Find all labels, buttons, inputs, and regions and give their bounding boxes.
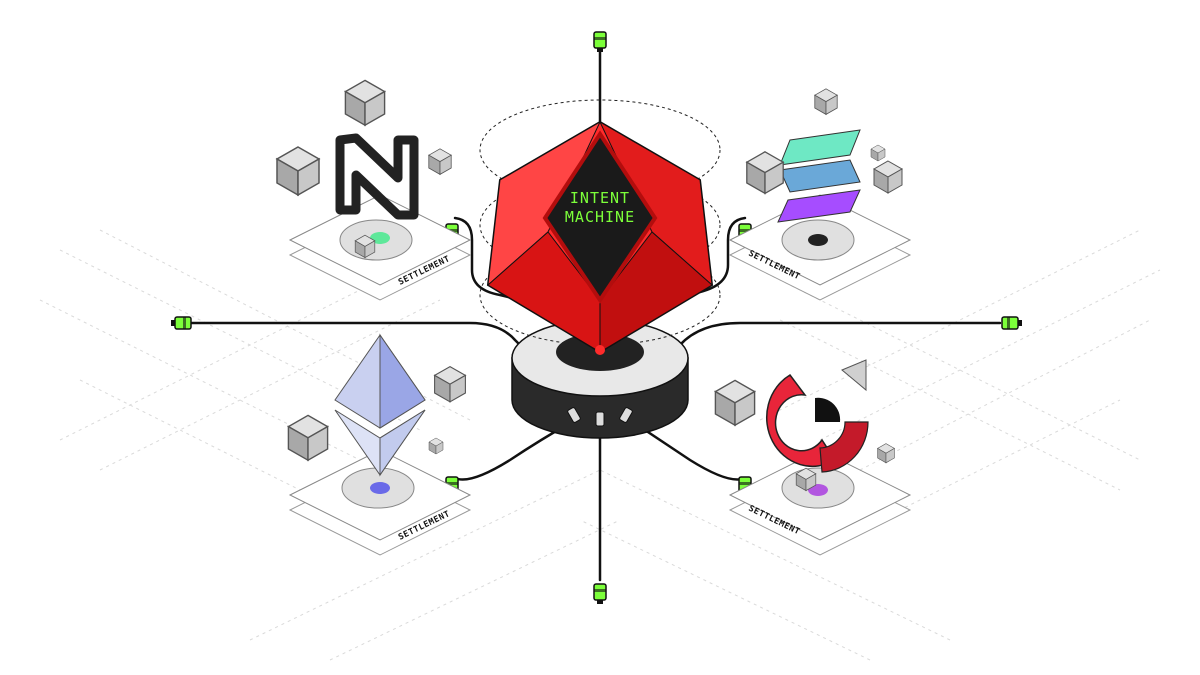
- core-title-line1: INTENT: [570, 189, 630, 207]
- solana-logo-icon: [777, 129, 861, 223]
- connector-plug-icon: [1001, 316, 1023, 330]
- cube-icon: [814, 88, 838, 115]
- cube-icon: [434, 366, 466, 403]
- ring-logo-icon: [765, 359, 869, 473]
- settlement-dot: [370, 482, 390, 494]
- cube-icon: [428, 148, 452, 175]
- core-title-line2: MACHINE: [565, 208, 635, 226]
- settlement-platform-solana: SETTLEMENT: [728, 194, 912, 301]
- cube-icon: [870, 144, 886, 162]
- connector-plug-icon: [593, 31, 607, 53]
- settlement-dot: [808, 234, 828, 246]
- cube-icon: [746, 151, 784, 195]
- connector-plug-icon: [593, 583, 607, 605]
- cube-icon: [276, 146, 320, 196]
- settlement-platform-near: SETTLEMENT: [288, 194, 472, 301]
- cube-icon: [714, 379, 756, 426]
- intent-machine-core: INTENT MACHINE: [486, 120, 714, 355]
- cube-icon: [873, 160, 903, 194]
- connector-plug-icon: [170, 316, 192, 330]
- cube-icon: [344, 79, 386, 126]
- intent-machine-base: [511, 319, 689, 439]
- cube-icon: [428, 437, 444, 455]
- cube-icon: [287, 414, 329, 461]
- near-logo-icon: [335, 133, 419, 220]
- settlement-platform-other: SETTLEMENT: [728, 449, 912, 556]
- ethereum-logo-icon: [334, 333, 426, 477]
- background-grid: [39, 229, 1161, 661]
- settlement-platform-ethereum: SETTLEMENT: [288, 449, 472, 556]
